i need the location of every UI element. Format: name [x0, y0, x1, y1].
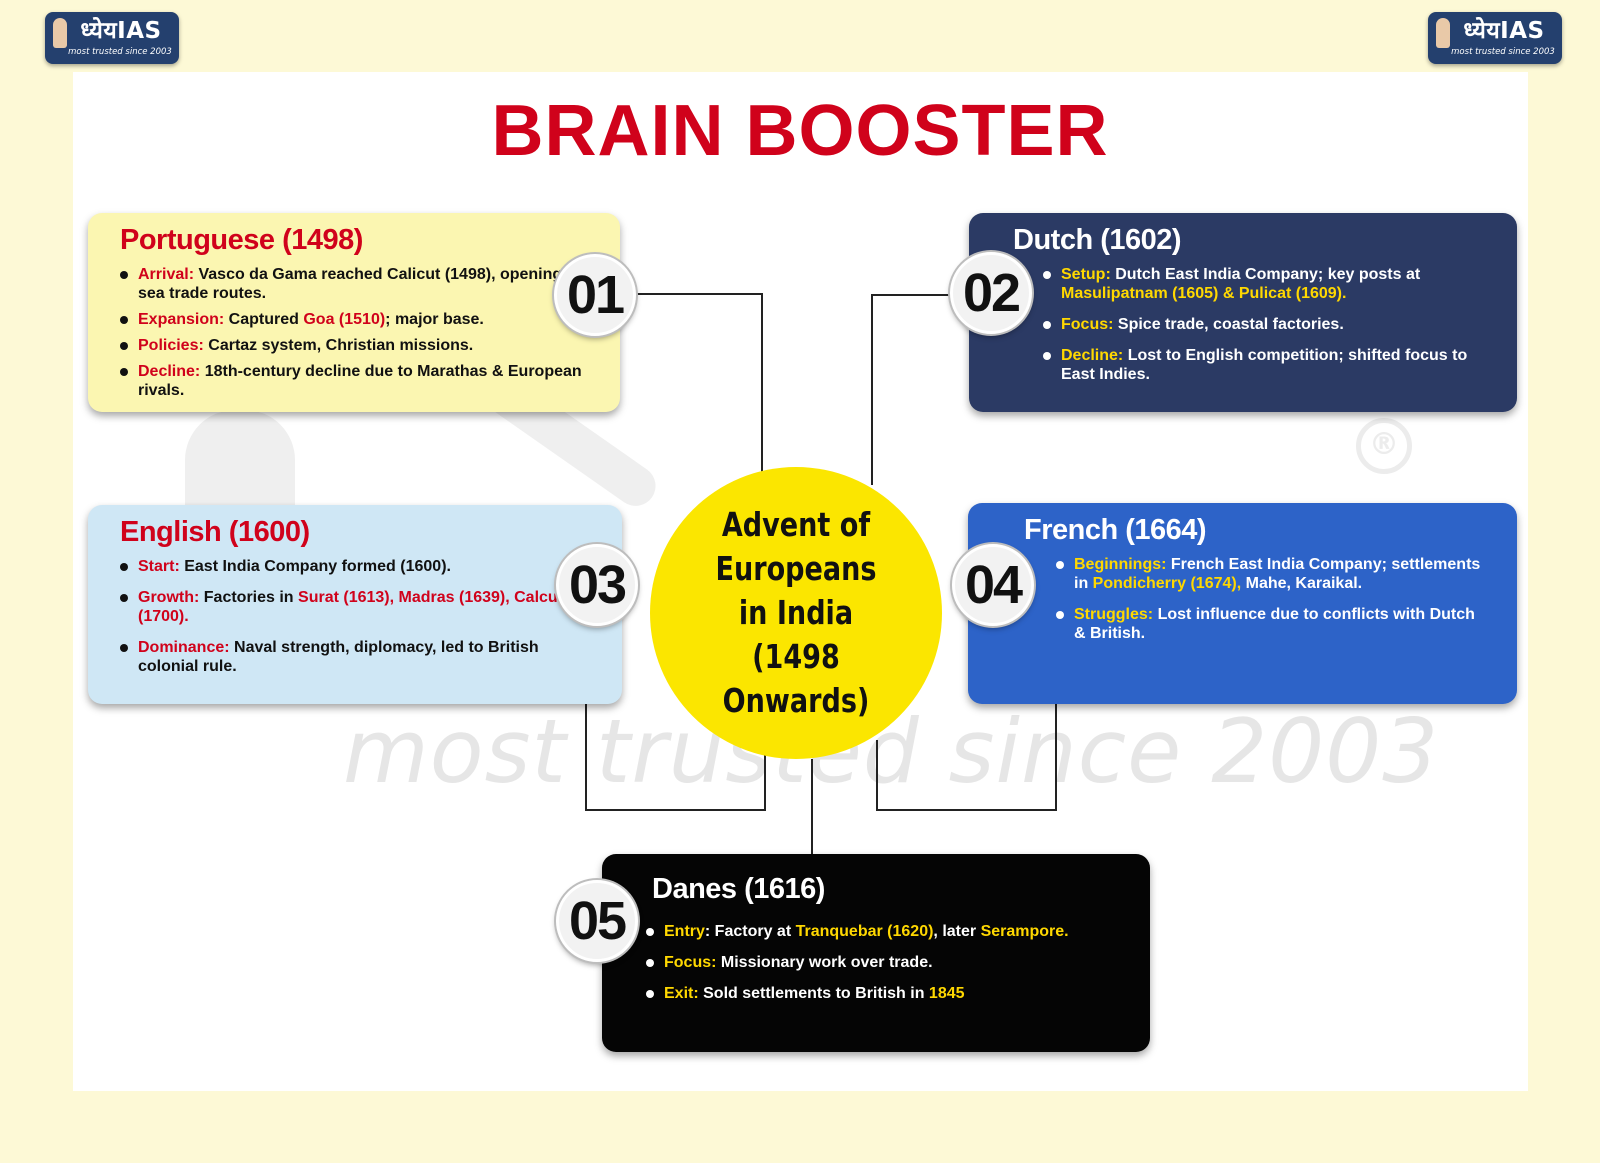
list-item: Focus: Spice trade, coastal factories. [1043, 315, 1493, 334]
list-item: Start: East India Company formed (1600). [120, 557, 598, 576]
card-title: English (1600) [120, 516, 310, 548]
list-item: Struggles: Lost influence due to conflic… [1056, 605, 1493, 643]
list-item: Arrival: Vasco da Gama reached Calicut (… [120, 265, 596, 303]
list-item: Exit: Sold settlements to British in 184… [646, 984, 1126, 1003]
connector-04 [876, 704, 1057, 811]
card-title: Dutch (1602) [1013, 224, 1182, 256]
card-dutch: Dutch (1602) Setup: Dutch East India Com… [969, 213, 1517, 412]
logo-tagline: most trusted since 2003 [68, 47, 172, 57]
card-english: English (1600) Start: East India Company… [88, 505, 622, 704]
founder-icon [53, 18, 67, 48]
list-item: Policies: Cartaz system, Christian missi… [120, 336, 596, 355]
number-badge-05: 05 [556, 880, 638, 962]
number-badge-02: 02 [950, 252, 1032, 334]
card-french: French (1664) Beginnings: French East In… [968, 503, 1517, 704]
card-title: Danes (1616) [652, 873, 825, 905]
list-item: Decline: Lost to English competition; sh… [1043, 346, 1493, 384]
logo-name: ध्येयIAS [1463, 18, 1545, 44]
number-badge-03: 03 [556, 544, 638, 626]
founder-icon [1436, 18, 1450, 48]
list-item: Setup: Dutch East India Company; key pos… [1043, 265, 1493, 303]
list-item: Dominance: Naval strength, diplomacy, le… [120, 638, 598, 676]
card-portuguese: Portuguese (1498) Arrival: Vasco da Gama… [88, 213, 620, 412]
watermark-registered-icon: ® [1356, 418, 1412, 474]
list-item: Decline: 18th-century decline due to Mar… [120, 362, 596, 400]
center-topic-circle: Advent of Europeans in India (1498 Onwar… [650, 467, 942, 759]
list-item: Expansion: Captured Goa (1510); major ba… [120, 310, 596, 329]
card-title: French (1664) [1024, 514, 1207, 546]
list-item: Growth: Factories in Surat (1613), Madra… [120, 588, 598, 626]
list-item: Beginnings: French East India Company; s… [1056, 555, 1493, 593]
list-item: Focus: Missionary work over trade. [646, 953, 1126, 972]
connector-03 [585, 704, 766, 811]
logo-left: ध्येयIAS most trusted since 2003 [45, 12, 179, 64]
logo-tagline: most trusted since 2003 [1451, 47, 1555, 57]
logo-right: ध्येयIAS most trusted since 2003 [1428, 12, 1562, 64]
center-topic-text: Advent of Europeans in India (1498 Onwar… [715, 505, 877, 720]
card-title: Portuguese (1498) [120, 224, 363, 256]
list-item: Entry: Factory at Tranquebar (1620), lat… [646, 922, 1126, 941]
logo-name: ध्येयIAS [80, 18, 162, 44]
card-danes: Danes (1616) Entry: Factory at Tranqueba… [602, 854, 1150, 1052]
number-badge-01: 01 [554, 254, 636, 336]
connector-01 [636, 293, 763, 473]
number-badge-04: 04 [952, 544, 1034, 626]
page-title: BRAIN BOOSTER [491, 91, 1109, 171]
connector-02 [871, 294, 950, 485]
